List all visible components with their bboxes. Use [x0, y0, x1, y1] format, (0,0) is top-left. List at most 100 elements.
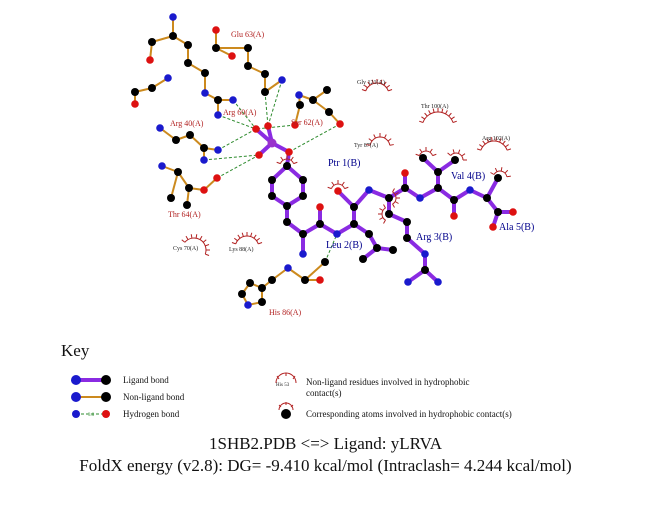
atom-c — [299, 176, 307, 184]
atom-o — [334, 187, 342, 195]
key-nonligand-residues-label: Non-ligand residues involved in hydropho… — [306, 377, 470, 398]
atom-c — [184, 59, 192, 67]
key-hydrophobic-atom-sample — [278, 402, 294, 419]
atom-c — [167, 194, 175, 202]
atom-c — [359, 255, 367, 263]
atom-c — [450, 196, 458, 204]
hydrophobic-atom-leu2-o — [327, 180, 349, 190]
label-cys70: Cys 70(A) — [173, 245, 198, 252]
atom-n — [416, 194, 424, 202]
label-ser62: Ser 62(A) — [291, 118, 323, 127]
atom-o — [212, 26, 220, 34]
atoms — [131, 13, 517, 309]
hydrophobic-atom-val4-cg2 — [447, 149, 467, 161]
atom-c — [268, 192, 276, 200]
hydrogen-bond — [217, 128, 257, 151]
hydrophobic-atom-arg3-cb — [378, 204, 386, 224]
atom-p — [267, 138, 277, 148]
atom-c — [212, 44, 220, 52]
atom-c — [321, 258, 329, 266]
atom-c — [238, 290, 246, 298]
atom-n — [200, 156, 208, 164]
atom-c — [268, 276, 276, 284]
atom-c — [299, 230, 307, 238]
hydrophobic-contacts — [181, 79, 512, 256]
atom-c — [389, 246, 397, 254]
atom-n — [244, 301, 252, 309]
hydrogen-bond — [216, 154, 260, 179]
atom-c — [258, 284, 266, 292]
hydrogen-bond — [217, 114, 257, 130]
hydrophobic-atom-ala5-cb — [490, 167, 511, 178]
atom-n — [284, 264, 292, 272]
atom-n — [156, 124, 164, 132]
atom-n — [214, 111, 222, 119]
svg-text:His 53: His 53 — [276, 383, 290, 388]
hydrophobic-arc-gly121 — [361, 79, 393, 92]
label-arg60: Arg 60(A) — [223, 108, 257, 117]
atom-c — [494, 208, 502, 216]
label-gly121: Gly 121(A) — [357, 79, 385, 86]
atom-c — [296, 101, 304, 109]
atom-c — [421, 266, 429, 274]
atom-c — [299, 192, 307, 200]
key-corresponding-atoms-label: Corresponding atoms involved in hydropho… — [306, 409, 512, 419]
svg-text:3.0: 3.0 — [88, 413, 95, 418]
footer-energy: FoldX energy (v2.8): DG= -9.410 kcal/mol… — [79, 456, 572, 475]
atom-c — [385, 210, 393, 218]
label-arg102: Arg 102(A) — [482, 135, 510, 142]
label-lys88: Lys 88(A) — [229, 246, 254, 253]
hydrogen-bonds — [203, 79, 341, 263]
key-hydrophobic-residue-sample: His 53 — [275, 372, 297, 388]
atom-c — [169, 32, 177, 40]
atom-c — [419, 154, 427, 162]
atom-c — [365, 230, 373, 238]
atom-o — [316, 276, 324, 284]
label-tyr87: Tyr 87(A) — [354, 142, 378, 149]
atom-o — [252, 125, 260, 133]
atom-o — [316, 203, 324, 211]
atom-c — [148, 38, 156, 46]
atom-o — [255, 151, 263, 159]
atom-n — [278, 76, 286, 84]
atom-c — [246, 279, 254, 287]
hydrophobic-arc-arg102 — [476, 137, 512, 151]
atom-c — [131, 88, 139, 96]
key-hydrogen-bond-sample: 3.0 — [72, 410, 110, 418]
atom-c — [244, 62, 252, 70]
label-ala5: Ala 5(B) — [499, 222, 534, 233]
nonligand-bond — [304, 261, 326, 281]
atom-o — [228, 52, 236, 60]
label-arg40: Arg 40(A) — [170, 119, 204, 128]
atom-o — [509, 208, 517, 216]
atom-o — [146, 56, 154, 64]
atom-n — [466, 186, 474, 194]
hydrophobic-arc-thr100 — [419, 108, 457, 123]
atom-o — [489, 223, 497, 231]
atom-n — [214, 146, 222, 154]
atom-c — [214, 96, 222, 104]
key-title: Key — [61, 341, 90, 360]
atom-c — [451, 156, 459, 164]
atom-n — [158, 162, 166, 170]
key-hydrogen-bond-label: Hydrogen bond — [123, 409, 180, 419]
atom-c — [301, 276, 309, 284]
atom-n — [229, 96, 237, 104]
atom-o — [450, 212, 458, 220]
atom-o — [291, 121, 299, 129]
atom-n — [295, 91, 303, 99]
hydrophobic-atom-arg3 — [392, 188, 400, 208]
hydrophobic-arc-cys70 — [181, 234, 210, 256]
atom-c — [323, 86, 331, 94]
key-ligand-bond-label: Ligand bond — [123, 375, 169, 385]
hydrogen-bond — [267, 79, 283, 127]
atom-o — [285, 148, 293, 156]
label-val4: Val 4(B) — [451, 171, 485, 182]
label-thr64: Thr 64(A) — [168, 210, 201, 219]
atom-c — [373, 244, 381, 252]
atom-c — [316, 220, 324, 228]
atom-c — [172, 136, 180, 144]
atom-c — [200, 144, 208, 152]
atom-n — [365, 186, 373, 194]
